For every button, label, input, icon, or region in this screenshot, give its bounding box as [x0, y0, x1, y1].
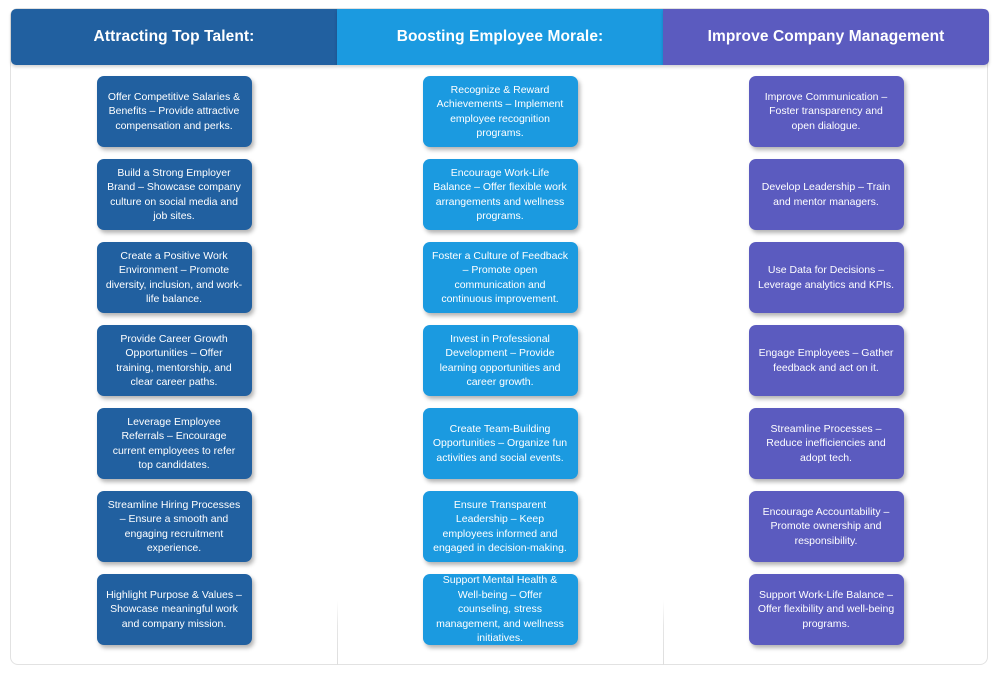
column-header-label: Attracting Top Talent: [93, 28, 255, 45]
card-item[interactable]: Ensure Transparent Leadership – Keep emp… [422, 491, 578, 562]
card-item[interactable]: Use Data for Decisions – Leverage analyt… [748, 242, 904, 313]
column-header-label: Improve Company Management [707, 28, 945, 45]
card-item[interactable]: Create Team-Building Opportunities – Org… [422, 408, 578, 479]
card-item[interactable]: Streamline Processes – Reduce inefficien… [748, 408, 904, 479]
card-item[interactable]: Highlight Purpose & Values – Showcase me… [96, 574, 252, 645]
card-item[interactable]: Create a Positive Work Environment – Pro… [96, 242, 252, 313]
column-header-improve-company-management[interactable]: Improve Company Management [663, 9, 989, 65]
column-header-boosting-employee-morale[interactable]: Boosting Employee Morale: [337, 9, 663, 65]
card-text: Recognize & Reward Achievements – Implem… [436, 83, 564, 139]
column-attracting-top-talent: Offer Competitive Salaries & Benefits – … [11, 65, 337, 665]
card-item[interactable]: Support Work-Life Balance – Offer flexib… [748, 574, 904, 645]
card-item[interactable]: Encourage Accountability – Promote owner… [748, 491, 904, 562]
card-text: Streamline Hiring Processes – Ensure a s… [107, 498, 241, 554]
card-text: Support Work-Life Balance – Offer flexib… [757, 588, 895, 630]
card-text: Ensure Transparent Leadership – Keep emp… [433, 498, 567, 554]
card-text: Improve Communication – Foster transpare… [764, 90, 888, 132]
card-item[interactable]: Build a Strong Employer Brand – Showcase… [96, 159, 252, 230]
card-text: Use Data for Decisions – Leverage analyt… [758, 264, 894, 291]
card-item[interactable]: Develop Leadership – Train and mentor ma… [748, 159, 904, 230]
card-text: Streamline Processes – Reduce inefficien… [766, 422, 886, 464]
card-item[interactable]: Recognize & Reward Achievements – Implem… [422, 76, 578, 147]
card-text: Provide Career Growth Opportunities – Of… [116, 332, 232, 388]
card-item[interactable]: Provide Career Growth Opportunities – Of… [96, 325, 252, 396]
card-item[interactable]: Engage Employees – Gather feedback and a… [748, 325, 904, 396]
column-body-row: Offer Competitive Salaries & Benefits – … [11, 65, 989, 665]
column-header-label: Boosting Employee Morale: [396, 28, 604, 45]
card-item[interactable]: Improve Communication – Foster transpare… [748, 76, 904, 147]
card-text: Engage Employees – Gather feedback and a… [758, 347, 894, 374]
strategy-board: Attracting Top Talent: Boosting Employee… [10, 8, 989, 665]
column-improve-company-management: Improve Communication – Foster transpare… [663, 65, 989, 665]
card-item[interactable]: Invest in Professional Development – Pro… [422, 325, 578, 396]
column-boosting-employee-morale: Recognize & Reward Achievements – Implem… [337, 65, 663, 665]
column-divider-1 [337, 17, 338, 665]
card-item[interactable]: Streamline Hiring Processes – Ensure a s… [96, 491, 252, 562]
column-divider-2 [663, 17, 664, 665]
card-text: Encourage Work-Life Balance – Offer flex… [433, 166, 567, 222]
card-text: Encourage Accountability – Promote owner… [762, 505, 890, 547]
card-text: Invest in Professional Development – Pro… [439, 332, 561, 388]
card-text: Support Mental Health & Well-being – Off… [436, 574, 564, 645]
card-item[interactable]: Offer Competitive Salaries & Benefits – … [96, 76, 252, 147]
card-item[interactable]: Support Mental Health & Well-being – Off… [422, 574, 578, 645]
card-text: Build a Strong Employer Brand – Showcase… [107, 166, 241, 222]
card-item[interactable]: Foster a Culture of Feedback – Promote o… [422, 242, 578, 313]
card-item[interactable]: Encourage Work-Life Balance – Offer flex… [422, 159, 578, 230]
card-text: Highlight Purpose & Values – Showcase me… [106, 588, 242, 630]
card-text: Create a Positive Work Environment – Pro… [105, 249, 243, 305]
card-text: Create Team-Building Opportunities – Org… [432, 422, 568, 464]
column-header-row: Attracting Top Talent: Boosting Employee… [11, 9, 989, 65]
card-item[interactable]: Leverage Employee Referrals – Encourage … [96, 408, 252, 479]
column-header-attracting-top-talent[interactable]: Attracting Top Talent: [11, 9, 337, 65]
card-text: Leverage Employee Referrals – Encourage … [112, 415, 236, 471]
card-text: Offer Competitive Salaries & Benefits – … [107, 90, 241, 132]
card-text: Develop Leadership – Train and mentor ma… [761, 181, 891, 208]
card-text: Foster a Culture of Feedback – Promote o… [432, 249, 568, 305]
